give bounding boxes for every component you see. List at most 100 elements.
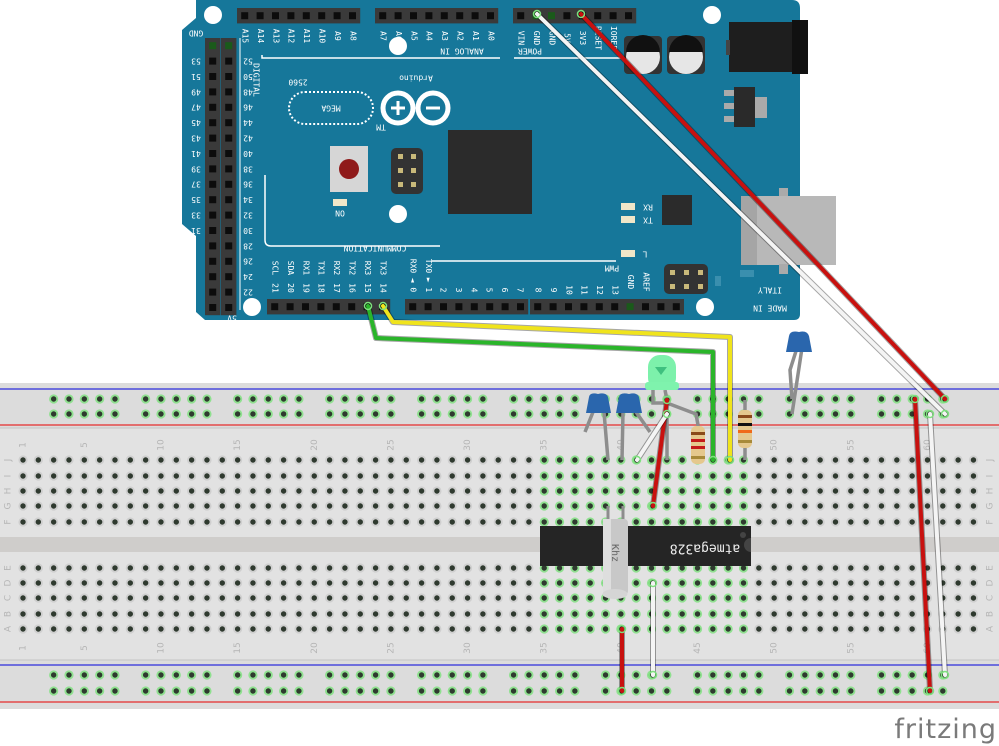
breadboard-hole[interactable] — [265, 580, 271, 586]
breadboard-hole[interactable] — [50, 503, 57, 509]
breadboard-hole[interactable] — [786, 457, 793, 463]
header-pin[interactable] — [333, 12, 341, 20]
breadboard-hole[interactable] — [142, 503, 149, 509]
breadboard-hole[interactable] — [342, 565, 348, 571]
breadboard-hole[interactable] — [35, 503, 42, 509]
breadboard-hole[interactable] — [280, 611, 287, 617]
breadboard-hole[interactable] — [664, 595, 670, 601]
breadboard-hole[interactable] — [556, 519, 563, 525]
breadboard-hole[interactable] — [541, 626, 547, 632]
breadboard-hole[interactable] — [296, 580, 302, 586]
breadboard-hole[interactable] — [234, 488, 241, 494]
breadboard-hole[interactable] — [357, 488, 363, 494]
breadboard-hole[interactable] — [464, 519, 471, 525]
breadboard-hole[interactable] — [526, 565, 532, 571]
breadboard-hole[interactable] — [127, 503, 134, 509]
breadboard-hole[interactable] — [296, 396, 302, 402]
breadboard-hole[interactable] — [771, 473, 777, 479]
breadboard-hole[interactable] — [20, 611, 26, 617]
breadboard-hole[interactable] — [786, 626, 793, 632]
header-pin[interactable] — [317, 303, 325, 311]
breadboard-hole[interactable] — [342, 672, 348, 678]
breadboard-hole[interactable] — [955, 580, 961, 586]
breadboard-hole[interactable] — [541, 688, 547, 694]
breadboard-hole[interactable] — [112, 595, 118, 601]
breadboard-hole[interactable] — [188, 672, 195, 678]
breadboard-hole[interactable] — [664, 519, 670, 525]
breadboard-hole[interactable] — [556, 473, 563, 479]
breadboard-hole[interactable] — [449, 488, 455, 494]
breadboard-hole[interactable] — [572, 411, 578, 417]
breadboard-hole[interactable] — [924, 457, 931, 463]
breadboard-hole[interactable] — [342, 688, 348, 694]
breadboard-hole[interactable] — [219, 473, 225, 479]
breadboard-hole[interactable] — [556, 457, 563, 463]
breadboard-hole[interactable] — [449, 580, 455, 586]
breadboard-hole[interactable] — [434, 688, 440, 694]
breadboard-hole[interactable] — [710, 519, 716, 525]
breadboard-hole[interactable] — [35, 580, 42, 586]
breadboard-hole[interactable] — [204, 519, 210, 525]
breadboard-hole[interactable] — [802, 580, 808, 586]
breadboard-hole[interactable] — [250, 688, 256, 694]
breadboard-hole[interactable] — [50, 595, 57, 601]
breadboard-hole[interactable] — [219, 626, 225, 632]
breadboard-hole[interactable] — [510, 457, 517, 463]
breadboard-hole[interactable] — [786, 595, 793, 601]
breadboard-hole[interactable] — [81, 503, 88, 509]
breadboard-hole[interactable] — [679, 611, 685, 617]
breadboard-hole[interactable] — [296, 488, 302, 494]
breadboard-hole[interactable] — [602, 488, 609, 494]
breadboard-hole[interactable] — [342, 488, 348, 494]
breadboard-hole[interactable] — [357, 503, 363, 509]
breadboard-hole[interactable] — [924, 473, 931, 479]
breadboard-hole[interactable] — [188, 488, 195, 494]
breadboard-hole[interactable] — [173, 565, 179, 571]
breadboard-hole[interactable] — [158, 396, 164, 402]
breadboard-hole[interactable] — [250, 672, 256, 678]
breadboard-hole[interactable] — [372, 411, 379, 417]
breadboard-hole[interactable] — [955, 565, 961, 571]
header-pin[interactable] — [225, 273, 233, 281]
breadboard-hole[interactable] — [127, 565, 134, 571]
header-pin[interactable] — [549, 303, 557, 311]
breadboard-hole[interactable] — [81, 396, 88, 402]
header-pin[interactable] — [580, 303, 588, 311]
breadboard-hole[interactable] — [909, 503, 915, 509]
breadboard-hole[interactable] — [894, 672, 900, 678]
breadboard-hole[interactable] — [434, 519, 440, 525]
breadboard-hole[interactable] — [81, 688, 88, 694]
breadboard-hole[interactable] — [342, 396, 348, 402]
header-pin[interactable] — [209, 42, 217, 50]
breadboard-hole[interactable] — [464, 565, 471, 571]
breadboard-hole[interactable] — [909, 672, 915, 678]
breadboard-hole[interactable] — [495, 580, 501, 586]
breadboard-hole[interactable] — [50, 411, 57, 417]
breadboard-hole[interactable] — [740, 611, 747, 617]
breadboard-hole[interactable] — [510, 565, 517, 571]
breadboard-hole[interactable] — [526, 688, 532, 694]
breadboard-hole[interactable] — [173, 396, 179, 402]
breadboard-hole[interactable] — [602, 626, 609, 632]
breadboard-hole[interactable] — [158, 565, 164, 571]
breadboard-hole[interactable] — [725, 503, 731, 509]
header-pin[interactable] — [225, 196, 233, 204]
breadboard-hole[interactable] — [418, 611, 425, 617]
breadboard-hole[interactable] — [970, 580, 977, 586]
breadboard-hole[interactable] — [112, 488, 118, 494]
breadboard-hole[interactable] — [158, 672, 164, 678]
breadboard-hole[interactable] — [863, 473, 869, 479]
breadboard-hole[interactable] — [449, 396, 455, 402]
wire-end[interactable] — [648, 670, 658, 680]
breadboard-hole[interactable] — [710, 503, 716, 509]
breadboard-hole[interactable] — [81, 595, 88, 601]
breadboard-hole[interactable] — [418, 672, 425, 678]
breadboard-hole[interactable] — [296, 565, 302, 571]
breadboard-hole[interactable] — [848, 626, 854, 632]
breadboard-hole[interactable] — [81, 411, 88, 417]
breadboard-hole[interactable] — [449, 473, 455, 479]
breadboard-hole[interactable] — [863, 595, 869, 601]
breadboard-hole[interactable] — [265, 672, 271, 678]
breadboard-hole[interactable] — [96, 672, 103, 678]
breadboard-hole[interactable] — [725, 626, 731, 632]
